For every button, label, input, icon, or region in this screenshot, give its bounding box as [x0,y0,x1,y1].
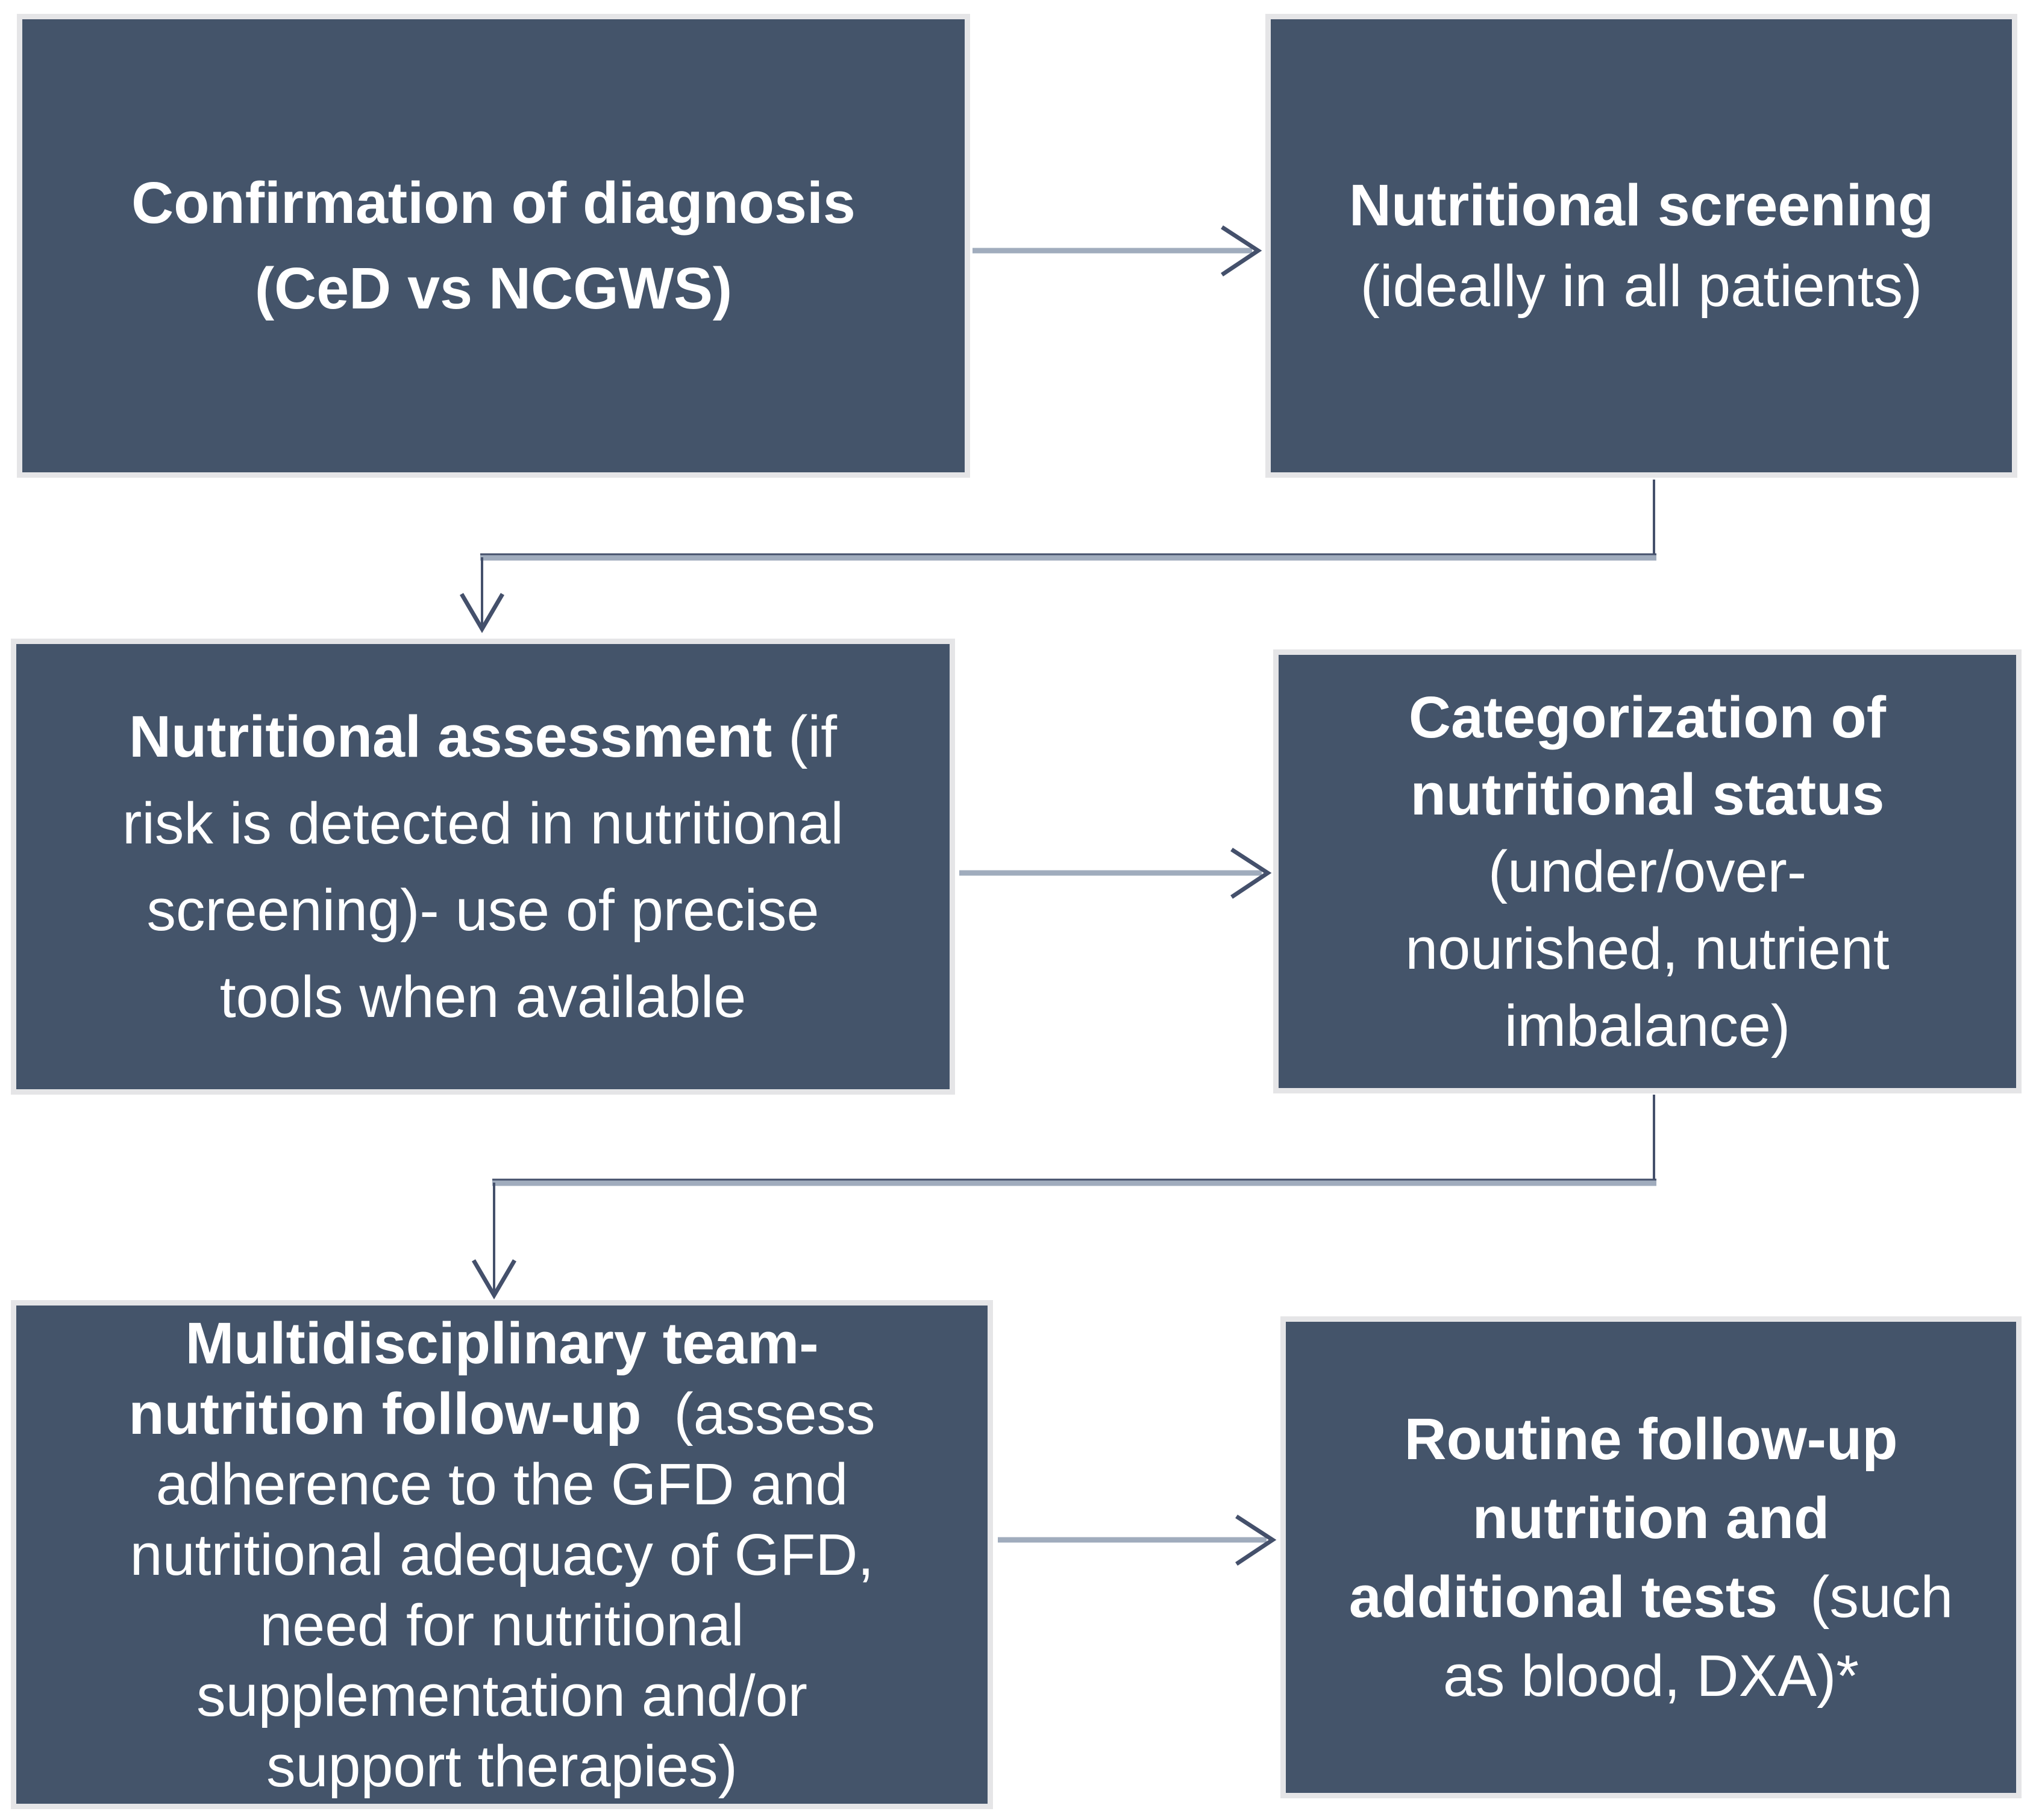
box-text-line: Routine follow-up [1405,1399,1898,1478]
arrow-right-icon [1221,225,1262,277]
box-text-line: (ideally in all patients) [1361,246,1923,327]
box-text-line: risk is detected in nutritional [122,780,844,867]
box-text-line: Categorization of [1409,679,1886,756]
text-segment: (ideally in all patients) [1360,253,1923,319]
arrow-right-icon [1230,848,1272,899]
text-segment: (CeD vs NCGWS) [254,255,733,321]
box-text-line: screening)- use of precise [146,867,819,954]
text-segment: adherence to the GFD and [155,1451,848,1517]
text-segment: Multidisciplinary team- [185,1310,819,1376]
text-segment: Nutritional screening [1348,172,1934,238]
text-segment: nutritional status [1410,761,1885,827]
flow-box-confirmation-of-diagnosis: Confirmation of diagnosis (CeD vs NCGWS) [17,14,970,478]
box-text-line: Confirmation of diagnosis [131,160,856,246]
box-text-line: supplementation and/or [196,1660,807,1731]
box-text-line: Nutritional assessment (if [129,693,837,780]
text-segment: nutrition follow-up [128,1381,642,1446]
text-segment: nutrition and [1472,1485,1830,1551]
text-segment: as blood, DXA)* [1442,1643,1859,1709]
text-segment: risk is detected in nutritional [122,790,844,856]
text-segment: need for nutritional [260,1592,744,1658]
box-text-line: additional tests (such [1349,1557,1953,1636]
connector-screening-to-assessment [459,480,1656,633]
connector-team-follow-up-to-routine [998,1515,1277,1566]
text-segment: Routine follow-up [1404,1406,1898,1472]
text-segment: (assess [641,1381,875,1446]
arrow-down-icon [471,1259,517,1299]
text-segment: nutritional adequacy of GFD, [130,1522,874,1587]
flow-box-nutritional-assessment: Nutritional assessment (if risk is detect… [11,639,955,1095]
box-text-line: (CeD vs NCGWS) [255,246,732,331]
box-text-line: (under/over- [1488,833,1806,910]
box-text-line: nutritional status [1411,756,1885,833]
text-segment: tools when available [219,963,747,1030]
box-text-line: Nutritional screening [1349,165,1934,246]
text-segment: nourished, nutrient [1405,915,1890,981]
text-segment: Confirmation of diagnosis [131,170,856,236]
text-segment: (if [772,703,838,769]
box-text-line: tools when available [220,954,747,1040]
text-segment: screening)- use of precise [146,877,819,943]
text-segment: Categorization of [1408,684,1887,750]
text-segment: (under/over- [1488,838,1807,904]
flow-box-categorization-of-nutritional-status: Categorization of nutritional status (unde… [1273,649,2022,1093]
box-text-line: need for nutritional [260,1590,744,1660]
text-segment: additional tests [1348,1564,1778,1630]
connector-assessment-to-categorization [959,848,1272,899]
box-text-line: nutrition and [1473,1478,1830,1557]
arrow-right-icon [1235,1515,1277,1566]
text-segment: imbalance) [1504,992,1791,1059]
connector-confirmation-to-screening [973,225,1262,277]
text-segment: support therapies) [266,1733,738,1799]
box-text-line: nourished, nutrient [1405,910,1889,987]
arrow-down-icon [459,593,505,633]
box-text-line: support therapies) [266,1731,738,1801]
text-segment: supplementation and/or [196,1663,807,1728]
text-segment: (such [1778,1564,1953,1630]
box-text-line: nutritional adequacy of GFD, [130,1519,874,1590]
flow-box-nutritional-screening: Nutritional screening (ideally in all pat… [1265,14,2017,478]
text-segment: Nutritional assessment [128,703,772,769]
flow-box-multidisciplinary-team-follow-up: Multidisciplinary team-nutrition follow-… [11,1300,993,1809]
box-text-line: adherence to the GFD and [156,1449,848,1519]
box-text-line: imbalance) [1505,987,1790,1065]
box-text-line: Multidisciplinary team- [185,1308,818,1378]
box-text-line: nutrition follow-up (assess [128,1378,875,1449]
box-text-line: as blood, DXA)* [1443,1636,1859,1715]
connector-categorization-to-team-follow-up [471,1095,1656,1299]
